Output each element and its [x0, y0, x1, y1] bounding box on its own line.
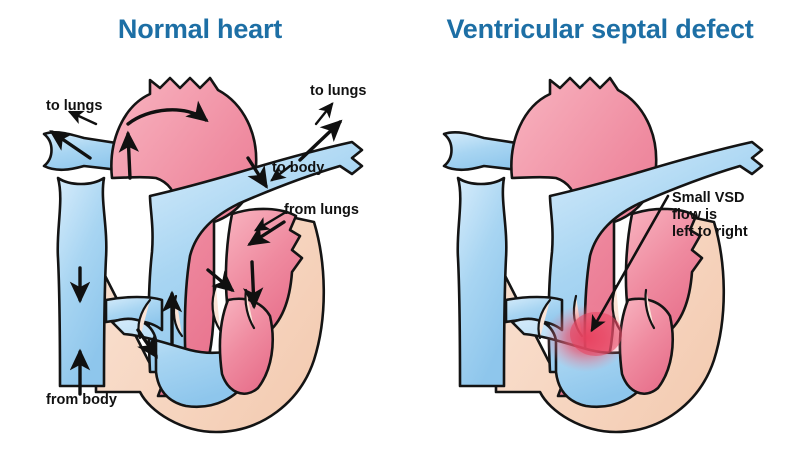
normal-heart-diagram — [42, 76, 364, 434]
leader-to-lungs-right — [314, 102, 334, 126]
leader-to-lungs-left — [67, 110, 98, 126]
leader-vsd-callout — [590, 194, 670, 333]
arrow-descending-aorta-flow — [246, 156, 268, 189]
panel-normal-heart: Normal heart — [42, 14, 367, 434]
arrow-left-ventricle-inflow — [242, 260, 264, 310]
annotation-from-lungs: from lungs — [284, 202, 359, 218]
superior-vena-cava — [56, 176, 108, 388]
arrow-aortic-arch-flow — [126, 100, 209, 126]
vsd-shunt-jet — [544, 304, 628, 372]
leader-from-lungs — [253, 210, 288, 232]
tricuspid-valve — [537, 298, 552, 340]
arrow-pulmonary-vein-flow — [247, 220, 286, 246]
annotation-from-body: from body — [46, 392, 117, 408]
annotation-vsd-line-3: left to right — [672, 224, 748, 241]
arrow-ascending-aorta-flow — [118, 130, 140, 180]
panel-title-normal-heart: Normal heart — [117, 14, 283, 44]
arrow-tricuspid-flow — [136, 328, 158, 359]
panel-ventricular-septal-defect: Ventricular septal defect — [400, 0, 800, 450]
tricuspid-valve — [137, 298, 152, 340]
annotation-to-lungs-left: to lungs — [46, 98, 103, 114]
aortic-valve — [644, 288, 656, 330]
annotation-to-lungs-right: to lungs — [310, 83, 367, 99]
arrow-mitral-flow — [206, 268, 235, 293]
pulmonary-artery — [547, 140, 764, 374]
panel-title-ventricular-septal-defect: Ventricular septal defect — [446, 14, 754, 44]
annotation-vsd-line-1: Small VSD — [672, 190, 745, 206]
annotation-vsd-callout: Small VSD flow is left to right — [672, 190, 790, 241]
leader-to-body — [270, 164, 292, 182]
arrow-right-pulmonary-flow — [298, 119, 343, 162]
vsd-heart-diagram — [442, 76, 764, 434]
annotation-to-body: to body — [272, 160, 325, 176]
annotation-vsd-line-2: flow is — [672, 207, 718, 224]
superior-vena-cava — [456, 176, 508, 388]
arrow-left-pulmonary-flow — [49, 130, 92, 160]
